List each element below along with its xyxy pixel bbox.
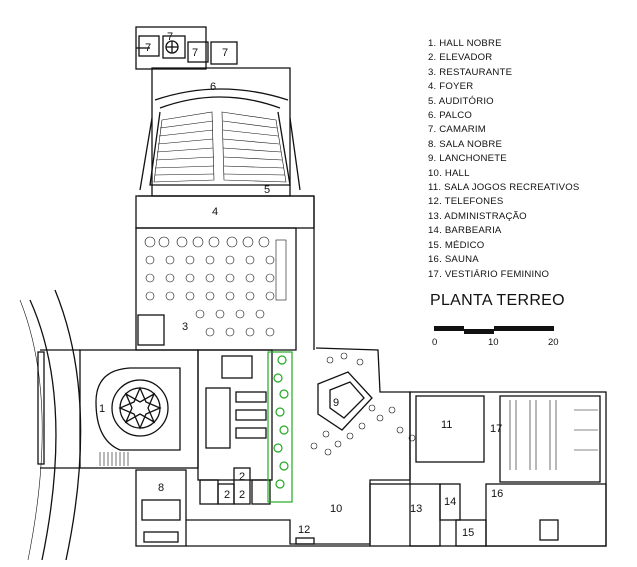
room-label-3: 3 bbox=[182, 321, 188, 333]
access-curves bbox=[19, 289, 82, 561]
auditorio-block bbox=[138, 67, 301, 197]
room-label-7c: 7 bbox=[192, 47, 198, 59]
auditorio-seating bbox=[153, 111, 287, 183]
camarim-block bbox=[135, 26, 238, 70]
room-label-2c: 2 bbox=[239, 489, 245, 501]
vestiario-lockers bbox=[509, 400, 598, 470]
hall-nobre-steps bbox=[99, 452, 129, 466]
legend-item: 10. HALL bbox=[428, 167, 470, 179]
room-label-7b: 7 bbox=[167, 31, 173, 43]
room-label-4: 4 bbox=[212, 206, 218, 218]
legend-item: 3. RESTAURANTE bbox=[428, 66, 513, 78]
scale-label-10: 10 bbox=[488, 337, 499, 348]
legend-item: 15. MÉDICO bbox=[428, 239, 485, 251]
sala-nobre-block bbox=[135, 469, 187, 547]
legend-item: 17. VESTIÁRIO FEMININO bbox=[428, 268, 550, 280]
legend-item: 14. BARBEARIA bbox=[428, 225, 502, 237]
right-wing-block bbox=[369, 391, 607, 547]
room-label-9: 9 bbox=[333, 397, 339, 409]
room-label-15: 15 bbox=[462, 527, 474, 539]
room-label-17: 17 bbox=[490, 423, 502, 435]
legend-item: 12. TELEFONES bbox=[428, 196, 504, 208]
lanchonete-tables bbox=[310, 352, 416, 456]
legend-item: 5. AUDITÓRIO bbox=[428, 95, 494, 107]
legend-item: 11. SALA JOGOS RECREATIVOS bbox=[428, 182, 580, 194]
legend-item: 9. LANCHONETE bbox=[428, 153, 507, 165]
room-legend: 1. HALL NOBRE 2. ELEVADOR 3. RESTAURANTE… bbox=[428, 37, 579, 282]
green-planters bbox=[267, 351, 293, 503]
room-label-2a: 2 bbox=[239, 471, 245, 483]
lanchonete-block bbox=[315, 347, 411, 480]
scale-label-20: 20 bbox=[548, 337, 559, 348]
room-label-11: 11 bbox=[441, 419, 452, 431]
room-label-5: 5 bbox=[264, 184, 270, 196]
foyer-block bbox=[135, 195, 315, 350]
room-label-6: 6 bbox=[210, 81, 216, 93]
room-label-8: 8 bbox=[158, 482, 164, 494]
hall-block bbox=[186, 479, 410, 547]
plan-title: PLANTA TERREO bbox=[430, 292, 565, 309]
restaurante-tables bbox=[144, 236, 287, 337]
room-label-10: 10 bbox=[330, 503, 342, 515]
legend-item: 6. PALCO bbox=[428, 110, 473, 122]
room-label-16: 16 bbox=[491, 488, 503, 500]
room-label-14: 14 bbox=[444, 496, 456, 508]
legend-item: 7. CAMARIM bbox=[428, 124, 486, 136]
legend-item: 16. SAUNA bbox=[428, 254, 479, 266]
room-label-12: 12 bbox=[298, 524, 310, 536]
room-label-2b: 2 bbox=[224, 489, 230, 501]
room-label-7d: 7 bbox=[222, 47, 228, 59]
hall-nobre-block bbox=[37, 349, 199, 469]
room-label-1: 1 bbox=[99, 403, 105, 415]
scale-bar bbox=[434, 326, 554, 334]
legend-item: 13. ADMINISTRAÇÃO bbox=[428, 210, 527, 222]
legend-item: 2. ELEVADOR bbox=[428, 52, 493, 64]
room-label-13: 13 bbox=[410, 503, 422, 515]
legend-item: 4. FOYER bbox=[428, 81, 474, 93]
legend-item: 8. SALA NOBRE bbox=[428, 138, 503, 150]
scale-label-0: 0 bbox=[432, 337, 438, 348]
services-block bbox=[197, 349, 273, 505]
legend-item: 1. HALL NOBRE bbox=[428, 38, 502, 49]
room-label-7a: 7 bbox=[145, 42, 151, 54]
